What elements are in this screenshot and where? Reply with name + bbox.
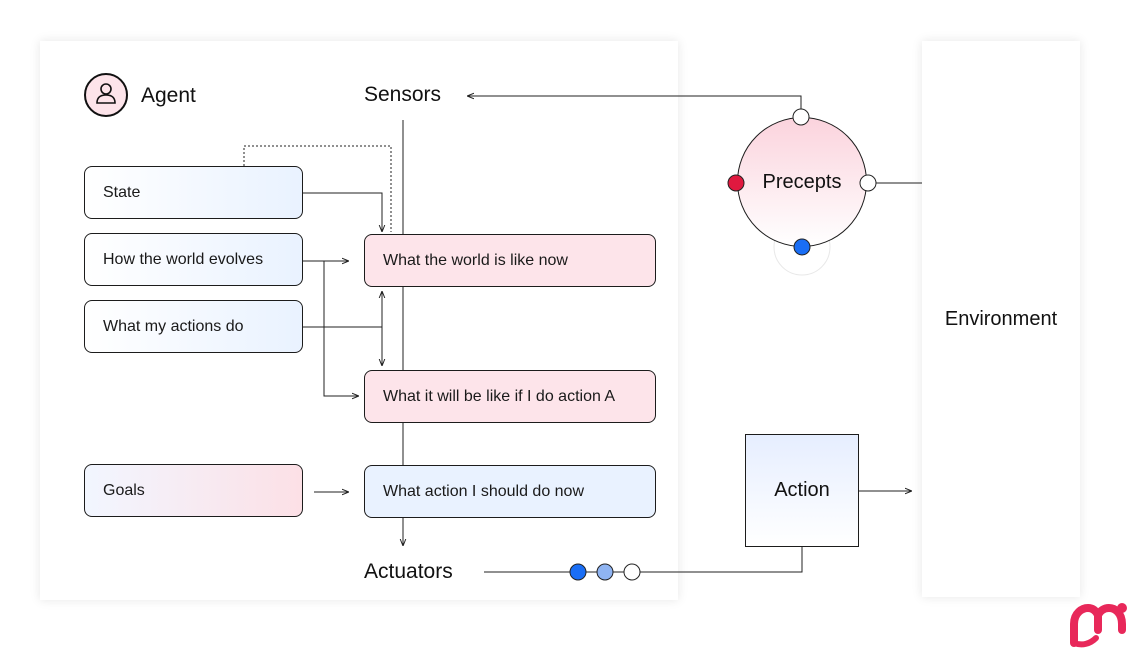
action-box: Action bbox=[745, 434, 859, 547]
goals-box: Goals bbox=[84, 464, 303, 517]
sensors-label: Sensors bbox=[364, 83, 442, 106]
world-evolves-box: How the world evolves bbox=[84, 233, 303, 286]
action-now-box: What action I should do now bbox=[364, 465, 656, 518]
actuator-dot-3 bbox=[623, 563, 641, 581]
dotted-feedback-line bbox=[243, 145, 392, 232]
actuator-dot-1 bbox=[569, 563, 587, 581]
brand-logo-icon bbox=[1068, 600, 1130, 655]
state-label: State bbox=[103, 183, 141, 201]
actuators-label: Actuators bbox=[364, 560, 453, 583]
environment-label: Environment bbox=[944, 308, 1058, 330]
world-evolves-label: How the world evolves bbox=[103, 250, 264, 268]
user-icon bbox=[93, 80, 119, 111]
evolves-to-if-action-arrow bbox=[323, 261, 359, 396]
world-now-label: What the world is like now bbox=[383, 251, 568, 269]
action-label: Action bbox=[774, 479, 830, 501]
actuators-to-action-line bbox=[484, 547, 803, 573]
if-action-label: What it will be like if I do action A bbox=[383, 387, 616, 405]
goals-label: Goals bbox=[103, 481, 145, 499]
agent-title: Agent bbox=[141, 84, 196, 107]
state-arrow bbox=[303, 192, 382, 232]
my-actions-label: What my actions do bbox=[103, 317, 244, 335]
precepts-label: Precepts bbox=[762, 170, 842, 193]
precepts-top-dot bbox=[792, 108, 810, 126]
environment-panel bbox=[922, 41, 1080, 597]
actuator-dot-2 bbox=[596, 563, 614, 581]
world-now-box: What the world is like now bbox=[364, 234, 656, 287]
state-box: State bbox=[84, 166, 303, 219]
my-actions-box: What my actions do bbox=[84, 300, 303, 353]
precepts-circle: Precepts bbox=[737, 117, 867, 247]
agent-avatar bbox=[84, 73, 128, 117]
if-action-box: What it will be like if I do action A bbox=[364, 370, 656, 423]
precepts-left-dot bbox=[727, 174, 745, 192]
precepts-right-dot bbox=[859, 174, 877, 192]
precepts-to-sensors-arrow bbox=[467, 96, 802, 109]
precepts-bottom-dot bbox=[793, 238, 811, 256]
action-now-label: What action I should do now bbox=[383, 482, 585, 500]
